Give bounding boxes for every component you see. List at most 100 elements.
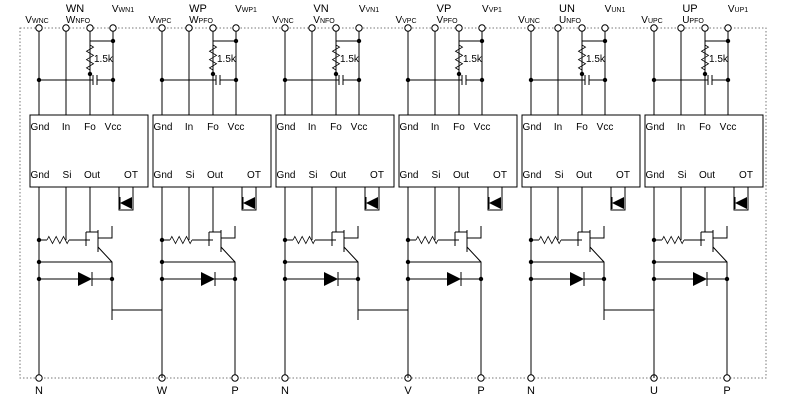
group-label: VN: [313, 3, 328, 15]
ic-bottom-pin-label: Out: [330, 170, 346, 181]
ic-top-pin-label: Gnd: [646, 122, 665, 133]
vnc-terminal: [404, 24, 412, 32]
vcc-terminal: [232, 24, 240, 32]
in-terminal: [431, 24, 439, 32]
pin-label-fo: UPFO: [682, 15, 704, 26]
junction-dot: [282, 259, 288, 265]
vcc-terminal: [478, 24, 486, 32]
sense-resistor: [292, 235, 316, 245]
vcc-terminal: [601, 24, 609, 32]
resistor-value: 1.5k: [340, 54, 360, 65]
junction-dot: [210, 71, 216, 77]
pin-label-fo: VPFO: [436, 15, 458, 26]
ic-top-pin-label: Fo: [330, 122, 342, 133]
igbt-emitter: [220, 246, 236, 320]
junction-dot: [282, 77, 288, 83]
pin-label-fo: WNFO: [66, 15, 91, 26]
thermal-diode: [735, 197, 747, 209]
igbt-emitter: [589, 246, 605, 320]
ic-top-pin-label: Gnd: [277, 122, 296, 133]
pin-label-gnd: VWNC: [25, 15, 48, 26]
ic-bottom-pin-label: Gnd: [277, 170, 296, 181]
vcc-terminal: [724, 24, 732, 32]
gate-driver-ic: [29, 114, 149, 188]
igbt-collector: [713, 232, 728, 239]
junction-dot: [528, 77, 534, 83]
junction-dot: [528, 276, 534, 282]
junction-dot: [725, 77, 731, 83]
ic-bottom-pin-label: Out: [84, 170, 100, 181]
vnc-terminal: [281, 24, 289, 32]
ot-loop: [733, 187, 749, 211]
junction-dot: [282, 276, 288, 282]
ic-bottom-pin-label: Out: [207, 170, 223, 181]
ic-bottom-pin-label: Si: [555, 170, 564, 181]
junction-dot: [356, 77, 362, 83]
in-terminal: [185, 24, 193, 32]
ic-bottom-pin-label: Gnd: [523, 170, 542, 181]
n-terminal: [527, 374, 535, 382]
vcc-terminal: [355, 24, 363, 32]
junction-dot: [36, 259, 42, 265]
ic-top-pin-label: Vcc: [105, 122, 122, 133]
igbt-collector: [590, 232, 605, 239]
freewheel-diode: [78, 272, 92, 286]
freewheel-diode: [201, 272, 215, 286]
vcc-terminal: [109, 24, 117, 32]
junction-dot: [651, 259, 657, 265]
junction-dot: [602, 38, 608, 44]
resistor-value: 1.5k: [94, 54, 114, 65]
fo-terminal: [578, 24, 586, 32]
junction-dot: [405, 276, 411, 282]
igbt-collector: [221, 232, 236, 239]
ot-loop: [487, 187, 503, 211]
fo-terminal: [701, 24, 709, 32]
junction-dot: [528, 259, 534, 265]
ic-top-pin-label: Vcc: [720, 122, 737, 133]
ic-top-pin-label: Gnd: [400, 122, 419, 133]
ic-bottom-pin-label: OT: [493, 170, 507, 181]
fo-terminal: [332, 24, 340, 32]
thermal-diode: [120, 197, 132, 209]
group-label: UP: [682, 3, 697, 15]
pin-label-vcc: VWN1: [112, 4, 134, 15]
gate-driver-ic: [275, 114, 395, 188]
junction-dot: [651, 276, 657, 282]
ic-bottom-pin-label: Si: [309, 170, 318, 181]
ic-top-pin-label: Fo: [576, 122, 588, 133]
pullup-resistor: [454, 44, 464, 71]
resistor-value: 1.5k: [463, 54, 483, 65]
junction-dot: [725, 38, 731, 44]
ic-top-pin-label: Fo: [453, 122, 465, 133]
gate-driver-ic: [644, 114, 764, 188]
pin-label-vcc: VWP1: [235, 4, 257, 15]
junction-dot: [110, 38, 116, 44]
pin-label-vcc: VUN1: [605, 4, 626, 15]
freewheel-diode: [324, 272, 338, 286]
junction-dot: [405, 77, 411, 83]
junction-dot: [702, 71, 708, 77]
pin-label-gnd: VUNC: [518, 15, 540, 26]
pin-label-gnd: VVPC: [395, 15, 416, 26]
junction-dot: [602, 77, 608, 83]
ot-loop: [610, 187, 626, 211]
ic-bottom-pin-label: Gnd: [31, 170, 50, 181]
ic-bottom-pin-label: Out: [453, 170, 469, 181]
ic-top-pin-label: In: [677, 122, 685, 133]
junction-dot: [355, 276, 361, 282]
terminal-label-p: P: [477, 385, 484, 397]
junction-dot: [651, 77, 657, 83]
ic-bottom-pin-label: Gnd: [154, 170, 173, 181]
junction-dot: [159, 77, 165, 83]
sense-resistor: [538, 235, 562, 245]
thermal-diode: [489, 197, 501, 209]
terminal-label-n: N: [35, 385, 43, 397]
terminal-label-phase: W: [157, 385, 168, 397]
junction-dot: [479, 38, 485, 44]
pin-label-gnd: VUPC: [641, 15, 662, 26]
junction-dot: [356, 38, 362, 44]
ic-bottom-pin-label: Si: [678, 170, 687, 181]
junction-dot: [456, 71, 462, 77]
